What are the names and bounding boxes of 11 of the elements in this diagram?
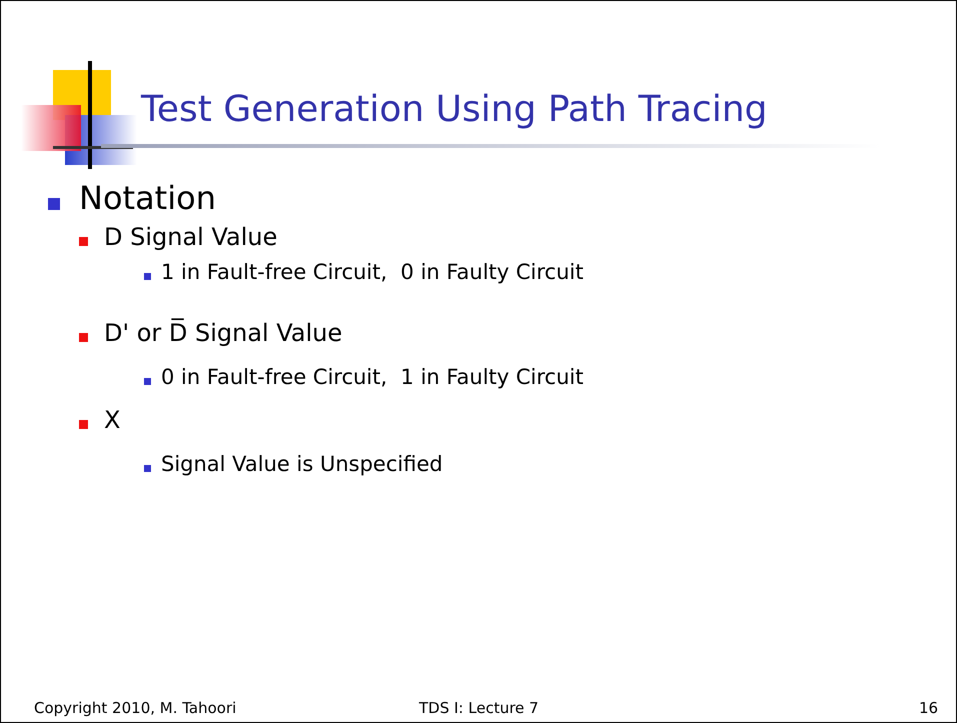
footer-text: Copyright 2010, M. Tahoori	[34, 699, 236, 717]
slide-title: Test Generation Using Path Tracing	[141, 89, 768, 130]
sub-bullet-text: 1 in Fault-free Circuit, 0 in Faulty Circuit	[161, 260, 584, 284]
footer-text: TDS I: Lecture 7	[419, 699, 539, 717]
bullet-heading: Notation	[79, 179, 216, 217]
bullet-text: D' or D̅ Signal Value	[104, 319, 342, 347]
bullet-text: D Signal Value	[104, 223, 278, 251]
sub-bullet-text: 0 in Fault-free Circuit, 1 in Faulty Circuit	[161, 365, 584, 389]
footer-text: 16	[919, 699, 938, 717]
sub-bullet-text: Signal Value is Unspecified	[161, 452, 443, 476]
bullet-text: X	[104, 406, 120, 434]
